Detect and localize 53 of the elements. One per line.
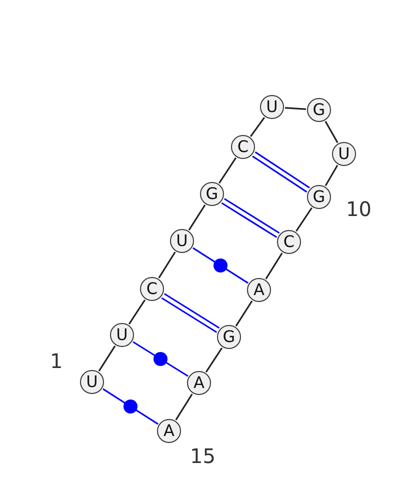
line: [296, 207, 312, 232]
line: [98, 346, 116, 372]
nucleotide-circle: [170, 229, 194, 253]
line: [250, 117, 266, 137]
line: [265, 252, 283, 280]
position-number: 15: [190, 446, 216, 466]
base-letter: G: [206, 186, 218, 202]
line: [192, 247, 248, 284]
nucleotide-circle: [187, 371, 211, 395]
line: [128, 299, 146, 325]
nucleotide-circle: [247, 278, 271, 302]
double-line: [220, 198, 280, 238]
base-letter: U: [176, 233, 188, 249]
base-letter: G: [312, 102, 326, 118]
nucleotide-circle: [110, 323, 134, 347]
base-letter: A: [164, 423, 174, 439]
nucleotide-circle: [307, 185, 331, 209]
nucleotide-circle: [80, 370, 104, 394]
base-letter: U: [266, 99, 278, 115]
line: [188, 204, 206, 230]
position-number: 10: [346, 199, 372, 219]
line: [175, 394, 193, 420]
double-line: [160, 292, 220, 334]
base-letter: A: [254, 282, 264, 298]
nucleotide-circle: [260, 95, 284, 119]
base-letter: U: [116, 327, 128, 343]
line: [218, 157, 236, 184]
nucleotide-circle: [217, 325, 241, 349]
base-letter: U: [86, 374, 98, 390]
line: [284, 107, 306, 110]
nucleotide-circle: [157, 419, 181, 443]
nucleotide-circle: [307, 98, 331, 122]
line: [324, 164, 338, 186]
nucleotide-circle: [277, 230, 301, 254]
double-line: [252, 151, 310, 193]
line: [132, 341, 188, 377]
nucleotide-circle: [332, 142, 356, 166]
base-letter: C: [237, 139, 249, 155]
nucleotide-circle: [231, 135, 255, 159]
line: [205, 347, 223, 373]
line: [102, 388, 158, 425]
line: [324, 120, 338, 144]
base-letter: C: [146, 281, 158, 297]
base-letter: C: [283, 234, 295, 250]
line: [235, 300, 253, 326]
position-number: 1: [50, 351, 63, 371]
nucleotide-circle: [140, 277, 164, 301]
base-letter: A: [194, 375, 204, 391]
base-letter: U: [338, 146, 350, 162]
base-letter: G: [312, 189, 326, 205]
base-letter: G: [222, 329, 236, 345]
line: [158, 252, 176, 278]
nucleotide-circle: [200, 182, 224, 206]
